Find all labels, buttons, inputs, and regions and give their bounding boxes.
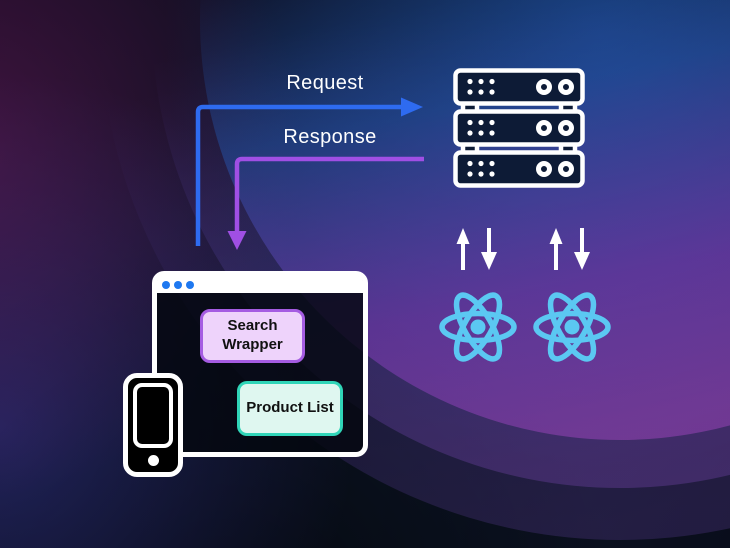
request-arrow [195,97,423,246]
browser-dot-icon [162,280,170,289]
react-logo-icon [439,292,517,362]
browser-dot-icon [174,280,182,289]
up-arrow-icon [456,228,470,270]
server-unit [453,109,585,147]
background-arc-outer [100,0,730,540]
server-unit [453,68,585,106]
phone-home-button [148,455,159,466]
server-unit [453,150,585,188]
search-wrapper-box: Search Wrapper [200,309,305,363]
phone-screen [133,383,173,448]
request-label: Request [286,72,364,94]
browser-dot-icon [186,280,194,289]
search-wrapper-label: Search Wrapper [222,317,283,353]
product-list-label: Product List [246,399,334,417]
up-arrow-icon [549,228,563,270]
sync-arrows-right [549,228,590,270]
response-arrow [227,156,424,250]
phone-icon [123,373,183,477]
server-stack-icon [453,68,585,188]
sync-arrows-left [456,228,497,270]
browser-topbar [157,276,363,293]
down-arrow-icon [574,228,590,270]
product-list-box: Product List [237,381,343,436]
down-arrow-icon [481,228,497,270]
response-label: Response [283,126,377,148]
react-logo-icon [533,292,611,362]
